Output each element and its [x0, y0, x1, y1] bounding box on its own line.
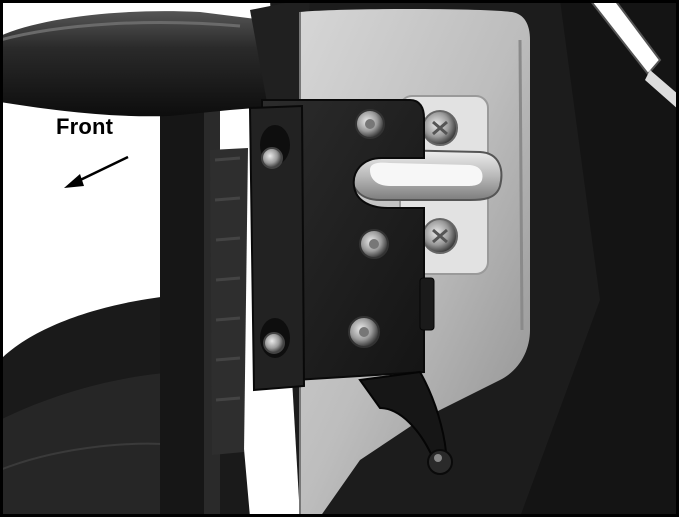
slot-bolt-upper [261, 147, 283, 169]
door-seal [210, 148, 248, 455]
front-direction-label: Front [56, 114, 114, 139]
check-arm-knob [427, 449, 453, 475]
front-arrow-icon [64, 155, 129, 188]
hinge-slot-strip [248, 104, 306, 392]
door-frame-post [160, 98, 210, 517]
slot-bolt-lower [263, 332, 285, 354]
roll-bar-tube [0, 11, 300, 117]
